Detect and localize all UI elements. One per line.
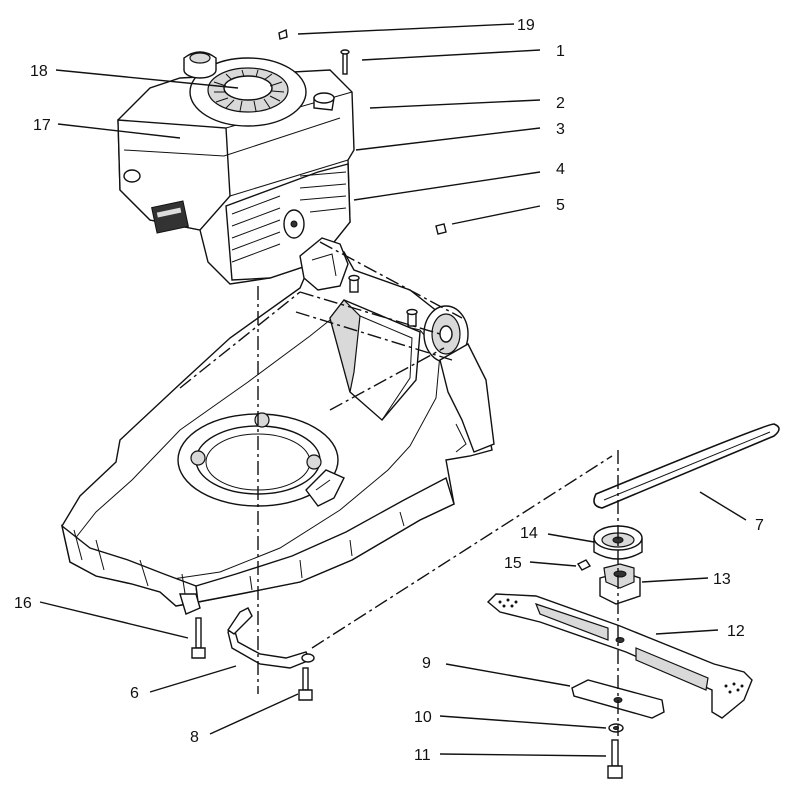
callout-9: 9 — [422, 655, 431, 672]
callout-10: 10 — [414, 709, 432, 726]
callout-1: 1 — [556, 43, 565, 60]
callout-13: 13 — [713, 571, 731, 588]
callout-2: 2 — [556, 95, 565, 112]
callout-18: 18 — [30, 63, 48, 80]
callout-8: 8 — [190, 729, 199, 746]
baffle-part-6 — [227, 607, 315, 669]
belt-part-7 — [593, 423, 780, 509]
callout-14: 14 — [520, 525, 538, 542]
adapter-part-13 — [599, 563, 641, 605]
callout-12: 12 — [727, 623, 745, 640]
blade-part-12 — [486, 593, 753, 719]
callout-3: 3 — [556, 121, 565, 138]
callout-15: 15 — [504, 555, 522, 572]
callout-labels: 19 1 18 2 17 3 4 5 7 14 15 13 12 16 9 6 … — [14, 17, 764, 764]
bolt-part-16 — [191, 617, 206, 659]
leader-lines — [39, 23, 747, 757]
callout-16: 16 — [14, 595, 32, 612]
washer-part-10 — [608, 723, 624, 733]
callout-11: 11 — [414, 747, 431, 764]
bolt-part-11 — [607, 739, 623, 779]
callout-7: 7 — [755, 517, 764, 534]
assembly-centerlines — [179, 241, 619, 736]
callout-5: 5 — [556, 197, 565, 214]
callout-19: 19 — [517, 17, 535, 34]
pin-part-1 — [340, 49, 350, 75]
bolt-part-8 — [298, 667, 313, 701]
nut-part-5 — [435, 223, 447, 235]
pulley-part-14 — [593, 525, 643, 560]
mower-deck — [60, 237, 495, 615]
key-part-15 — [576, 559, 592, 571]
callout-6: 6 — [130, 685, 139, 702]
callout-4: 4 — [556, 161, 565, 178]
callout-17: 17 — [33, 117, 51, 134]
screw-part-19 — [278, 28, 288, 40]
